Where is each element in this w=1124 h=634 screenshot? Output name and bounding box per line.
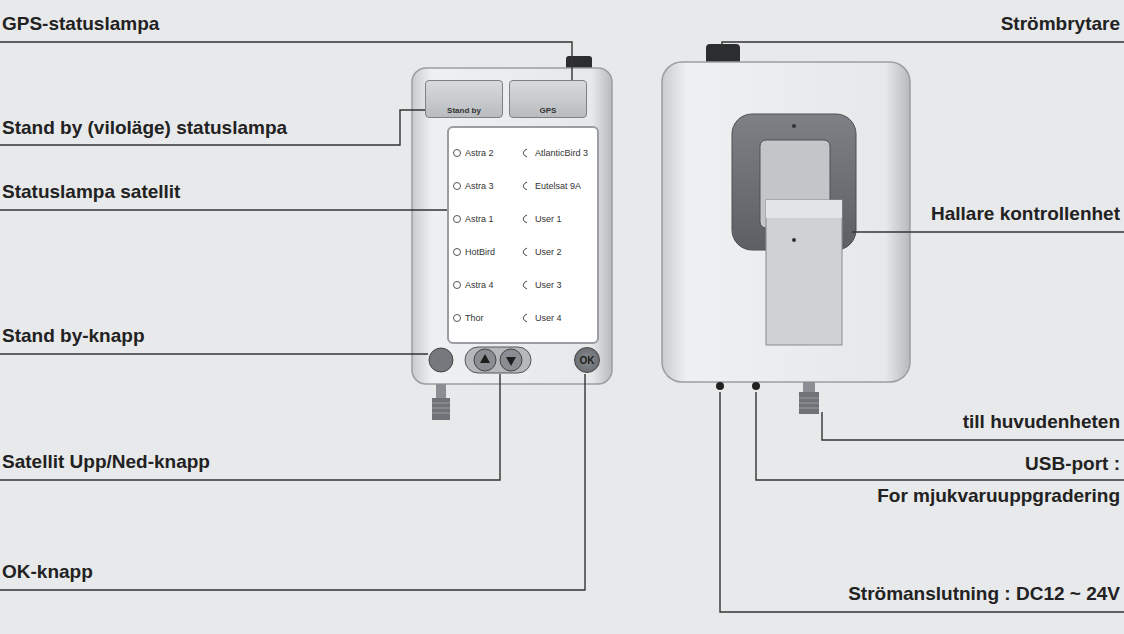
back-housing [662,62,910,382]
satellite-row: Astra 2 [453,136,523,169]
satellite-name: User 3 [535,280,562,290]
holder-slot [766,200,842,345]
satellite-lamp [521,246,532,257]
satellite-row: Thor [453,301,523,334]
usb-port [752,382,760,390]
front-housing [412,68,612,384]
standby-button [429,348,453,372]
button-text: GPS [540,106,557,115]
connector [432,398,450,420]
satellite-name: Astra 3 [465,181,494,191]
power-port [716,382,724,390]
callout-label: Hallare kontrollenhet [931,204,1120,225]
satellite-lamp [521,279,532,290]
callout-label: USB-port : [1025,454,1120,475]
satellite-name: User 4 [535,313,562,323]
satellite-name: Eutelsat 9A [535,181,581,191]
satellite-lamp [521,213,532,224]
satellite-row: User 1 [523,202,593,235]
satellite-row: Eutelsat 9A [523,169,593,202]
callout-label: Stand by-knapp [2,326,145,347]
satellite-row: Astra 3 [453,169,523,202]
satellite-name: User 2 [535,247,562,257]
satellite-lamp [453,248,461,256]
satellite-lamp [453,182,461,190]
satellite-row: User 3 [523,268,593,301]
satellite-lamp [453,149,461,157]
satellite-name: User 1 [535,214,562,224]
satellite-name: Thor [465,313,484,323]
callout-label: OK-knapp [2,562,93,583]
satellite-panel: Astra 2 AtlanticBird 3 Astra 3 Eutelsat 9A A… [447,126,599,344]
button-text: Stand by [447,106,481,115]
connector [436,384,446,398]
satellite-row: Astra 1 [453,202,523,235]
satellite-name: HotBird [465,247,495,257]
callout-label: For mjukvaruuppgradering [877,486,1120,507]
satellite-lamp [521,180,532,191]
satellite-name: Astra 4 [465,280,494,290]
button-text: OK [580,355,595,366]
satellite-row: HotBird [453,235,523,268]
callout-label: Strömbrytare [1001,14,1120,35]
callout-label: Strömanslutning : DC12 ~ 24V [848,584,1120,605]
satellite-lamp [453,281,461,289]
satellite-lamp [453,215,461,223]
satellite-name: AtlanticBird 3 [535,148,588,158]
callout-label: Stand by (viloläge) statuslampa [2,118,287,139]
satellite-row: User 2 [523,235,593,268]
satellite-row: AtlanticBird 3 [523,136,593,169]
callout-label: till huvudenheten [963,412,1120,433]
ok-button: OK [574,347,600,373]
satellite-row: User 4 [523,301,593,334]
satellite-row: Astra 4 [453,268,523,301]
callout-label: GPS-statuslampa [2,14,159,35]
status-lamp: GPS [509,80,587,118]
satellite-lamp [453,314,461,322]
satellite-lamp [521,312,532,323]
satellite-name: Astra 1 [465,214,494,224]
status-lamp: Stand by [425,80,503,118]
satellite-lamp [521,147,532,158]
callout-label: Satellit Upp/Ned-knapp [2,452,210,473]
updown-button [465,347,531,373]
leader-lines [0,42,1124,612]
satellite-name: Astra 2 [465,148,494,158]
callout-label: Statuslampa satellit [2,182,180,203]
